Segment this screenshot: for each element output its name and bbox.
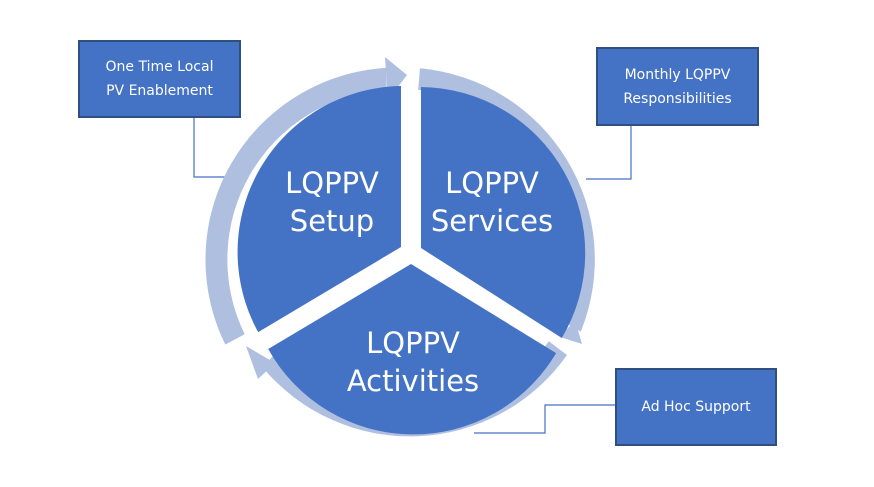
arrow-head-services — [560, 320, 582, 344]
callout-activities-line1: Ad Hoc Support — [641, 399, 751, 415]
arrow-head-activities — [246, 346, 275, 379]
callout-services-line2: Responsibilities — [623, 90, 732, 107]
segment-setup — [237, 86, 401, 333]
segment-setup-title: LQPPV — [285, 166, 379, 200]
segment-setup-subtitle: Setup — [290, 204, 374, 238]
segment-services-subtitle: Services — [431, 204, 553, 238]
cycle-segments — [237, 86, 586, 435]
callout-setup-line1: One Time Local — [105, 59, 214, 75]
callout-setup-line2: PV Enablement — [106, 83, 213, 99]
segment-activities — [268, 264, 557, 435]
segment-activities-title: LQPPV — [366, 326, 460, 360]
arrow-ring-setup — [205, 67, 387, 345]
segment-services-title: LQPPV — [445, 166, 539, 200]
connector-services — [586, 125, 632, 180]
segment-services — [421, 87, 586, 338]
callout-activities: Ad Hoc Support — [615, 368, 777, 446]
segment-activities-subtitle: Activities — [347, 364, 479, 398]
connector-activities — [474, 404, 616, 434]
connector-setup — [193, 117, 236, 178]
callout-services-line1: Monthly LQPPV — [624, 66, 731, 83]
callout-setup: One Time Local PV Enablement — [78, 40, 241, 118]
callout-services: Monthly LQPPV Responsibilities — [596, 47, 759, 126]
